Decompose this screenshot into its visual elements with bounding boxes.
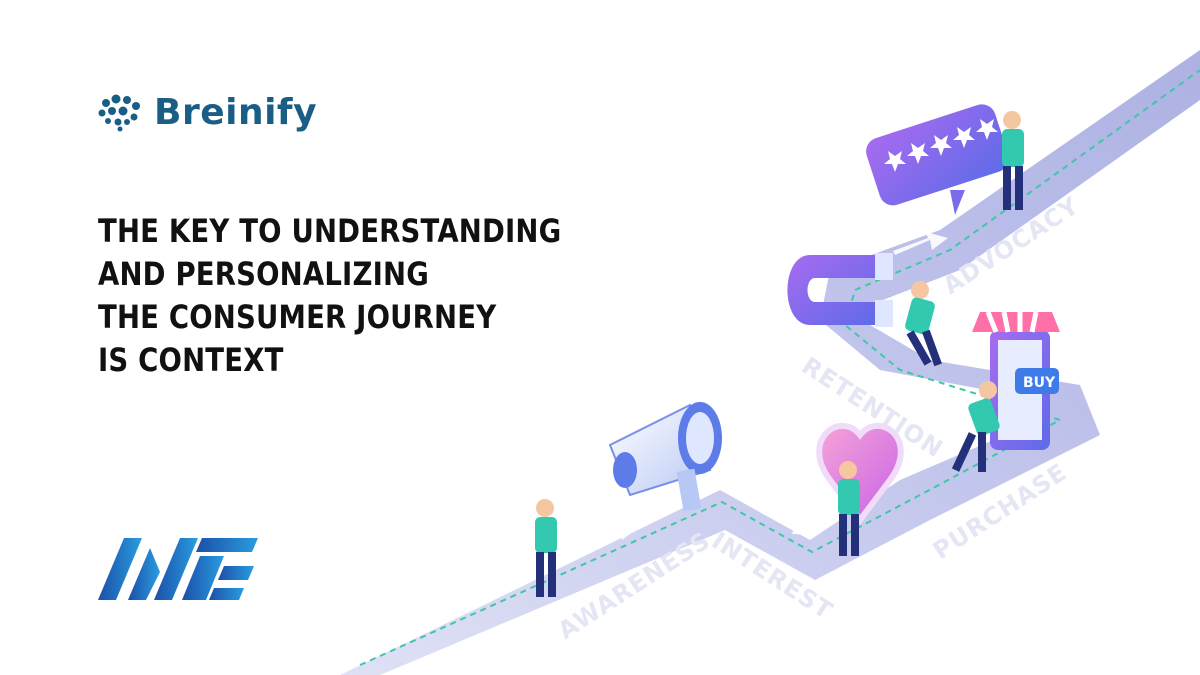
person-figure [1002,111,1024,210]
star-rating-icon [866,104,1009,215]
megaphone-icon [608,402,722,512]
heart-icon [816,422,904,525]
buy-button: BUY [1015,368,1059,394]
headline: THE KEY TO UNDERSTANDING AND PERSONALIZI… [98,210,561,382]
mtc-logo [98,538,258,600]
headline-line: IS CONTEXT [98,341,284,379]
journey-path [340,50,1200,675]
person-figure [905,281,942,367]
brain-icon [98,94,140,131]
person-figure [838,461,860,556]
headline-line: AND PERSONALIZING [98,255,429,293]
brand-logo: Breinify [96,92,317,133]
person-figure [535,499,557,597]
journey-illustration: AWARENESS INTEREST PURCHASE RETENTION AD… [340,50,1200,675]
person-figure [951,381,1000,472]
buy-label: BUY [1023,375,1056,391]
magnet-icon [787,253,893,327]
headline-line: THE KEY TO UNDERSTANDING [98,212,562,250]
headline-line: THE CONSUMER JOURNEY [98,298,497,336]
brand-name: Breinify [154,92,318,133]
